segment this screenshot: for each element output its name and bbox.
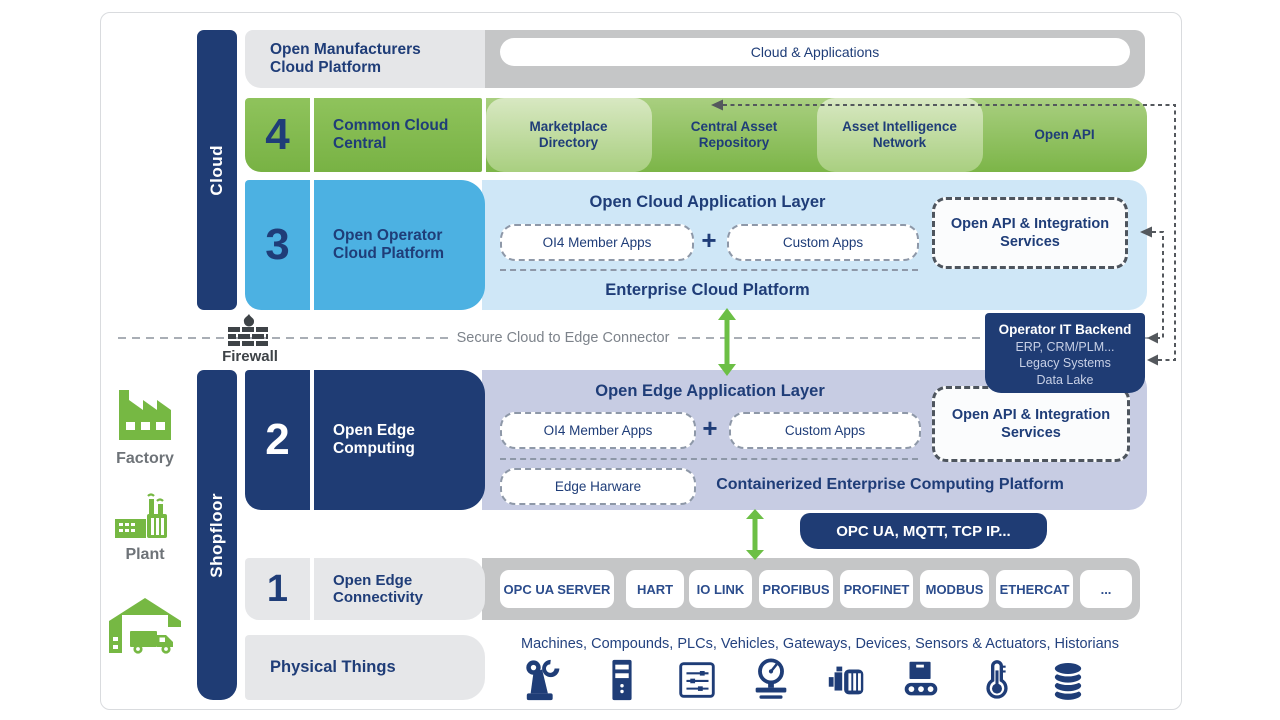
row-1-number: 1 [266, 567, 289, 610]
protocol-modbus: MODBUS [920, 570, 989, 608]
operator-it-backend-title: Operator IT Backend [998, 322, 1132, 337]
row-3-plus-sign: + [701, 225, 717, 255]
row-2-number: 2 [265, 415, 290, 464]
secure-connector-label: Secure Cloud to Edge Connector [456, 330, 670, 346]
backend-systems-list: ERP, CRM/PLM... Legacy Systems Data Lake [1015, 340, 1115, 387]
thermometer-icon [986, 660, 1008, 699]
factory-label: Factory [116, 450, 174, 467]
server-cabinet-icon [612, 659, 632, 701]
physical-things-label: Physical Things [270, 658, 396, 676]
row-2-dashed-divider [500, 458, 918, 460]
plant-label: Plant [125, 546, 165, 563]
row-2-label: Open Edge Computing [333, 422, 415, 457]
row-3-number-box: 3 [245, 180, 310, 310]
row-2-label-box: Open Edge Computing [314, 370, 485, 510]
protocol-bus-pill: OPC UA, MQTT, TCP IP... [800, 513, 1047, 549]
row-2-custom-apps-box: Custom Apps [729, 412, 921, 449]
row-2-platform-title: Containerized Enterprise Computing Platf… [716, 476, 1064, 493]
row-4-number-box: 4 [245, 98, 310, 172]
row-3-number: 3 [265, 220, 290, 269]
gauge-icon [755, 658, 787, 699]
plant-icon [115, 493, 167, 538]
conveyor-icon [904, 661, 938, 696]
factory-icon [119, 390, 171, 440]
cloud-edge-arrow [718, 308, 736, 376]
physical-things-caption: Machines, Compounds, PLCs, Vehicles, Gat… [521, 636, 1119, 652]
robot-arm-icon [526, 659, 560, 701]
database-icon [1052, 660, 1084, 703]
edge-connectivity-arrow [746, 509, 764, 560]
row-2-number-box: 2 [245, 370, 310, 510]
physical-things-label-box: Physical Things [245, 635, 485, 700]
manufacturers-cloud-label: Open Manufacturers Cloud Platform [270, 41, 421, 76]
protocol-profibus: PROFIBUS [759, 570, 833, 608]
secure-connector-label-box: Secure Cloud to Edge Connector [448, 328, 678, 348]
protocol-more: ... [1080, 570, 1132, 608]
protocol-opc-ua-server: OPC UA SERVER [500, 570, 614, 608]
row-2-open-api-integration-box: Open API & Integration Services [932, 386, 1130, 462]
protocol-bus-label: OPC UA, MQTT, TCP IP... [836, 522, 1011, 540]
row-1-label: Open Edge Connectivity [333, 571, 424, 606]
row-3-oi4-member-apps-box: OI4 Member Apps [500, 224, 694, 261]
cloud-bar: Cloud [197, 30, 237, 310]
cloud-applications-text: Cloud & Applications [750, 44, 880, 60]
row-1-number-box: 1 [245, 558, 310, 620]
shopfloor-bar: Shopfloor [197, 370, 237, 700]
pump-motor-icon [828, 666, 864, 695]
row-2-app-layer-title: Open Edge Application Layer [595, 382, 825, 400]
segment-marketplace-directory: Marketplace Directory [529, 118, 608, 150]
protocol-io-link: IO LINK [689, 570, 752, 608]
plc-panel-icon [679, 662, 715, 698]
firewall-icon [228, 314, 268, 346]
row-2-edge-hardware-box: Edge Harware [500, 468, 696, 505]
protocol-profinet: PROFINET [840, 570, 913, 608]
operator-it-backend-box: Operator IT Backend ERP, CRM/PLM... Lega… [985, 313, 1145, 393]
manufacturers-cloud-label-box: Open Manufacturers Cloud Platform [245, 30, 485, 88]
row-4-label: Common Cloud Central [333, 117, 449, 152]
row-2-oi4-member-apps-box: OI4 Member Apps [500, 412, 696, 449]
row-3-dashed-divider [500, 269, 918, 271]
row-3-label: Open Operator Cloud Platform [333, 227, 445, 262]
segment-highlight [486, 98, 652, 172]
row-4-label-box: Common Cloud Central [314, 98, 482, 172]
row-2-plus-sign: + [702, 413, 718, 443]
row-4-number: 4 [265, 110, 290, 159]
firewall-label: Firewall [222, 348, 278, 365]
row-3-label-box: Open Operator Cloud Platform [314, 180, 485, 310]
protocol-hart: HART [626, 570, 684, 608]
cloud-applications-pill: Cloud & Applications [500, 38, 1130, 66]
warehouse-truck-icon [109, 598, 181, 654]
protocol-ethercat: ETHERCAT [996, 570, 1073, 608]
row-1-label-box: Open Edge Connectivity [314, 558, 485, 620]
